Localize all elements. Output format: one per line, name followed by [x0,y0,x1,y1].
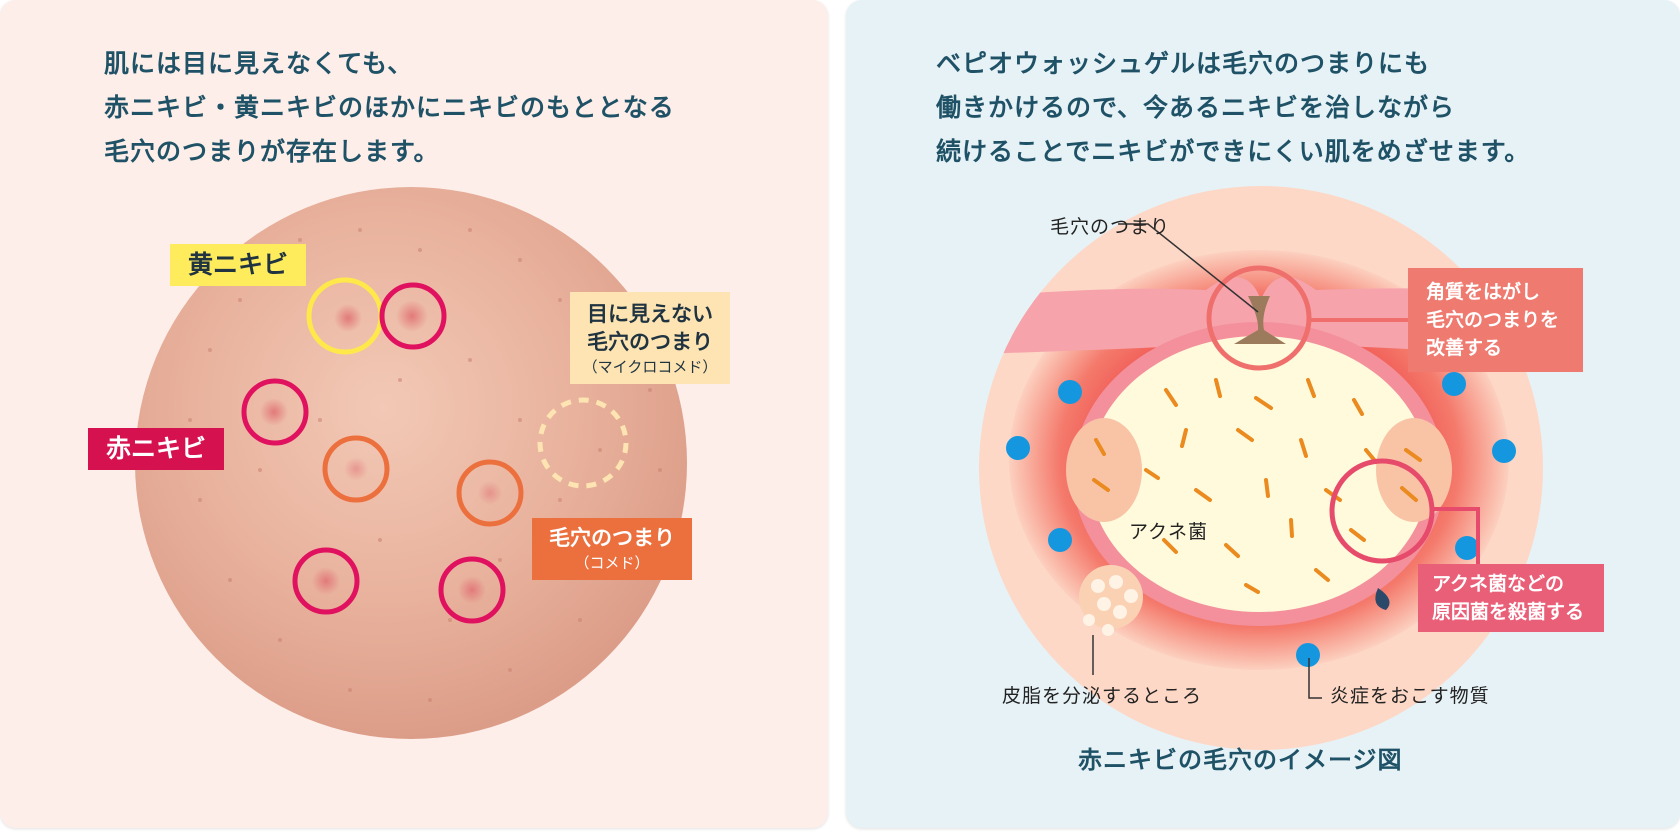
leader-line-box2 [1432,507,1480,568]
label-pore-clog: 毛穴のつまり [1050,216,1171,238]
left-headline-line-1: 肌には目に見えなくても、 [104,49,414,78]
comedo-marker-2 [456,459,524,527]
diagram-caption: 赤ニキビの毛穴のイメージ図 [1078,746,1403,774]
label-sebum: 皮脂を分泌するところ [1002,685,1203,707]
sebum-cluster [1079,565,1143,636]
red-pimple-marker-1 [379,282,447,350]
microcomedo-tag: 目に見えない 毛穴のつまり （マイクロコメド） [570,292,730,384]
right-panel: ベピオウォッシュゲルは毛穴のつまりにも 働きかけるので、今あるニキビを治しながら… [846,0,1680,828]
yellow-acne-tag: 黄ニキビ [170,244,306,286]
inflammatory-particles [1006,372,1516,667]
microcomedo-sub: （マイクロコメド） [582,358,718,376]
left-headline: 肌には目に見えなくても、 赤ニキビ・黄ニキビのほかにニキビのもととなる 毛穴のつ… [104,42,675,174]
red-acne-tag: 赤ニキビ [88,428,224,470]
red-pimple-marker-4 [438,556,506,624]
left-headline-line-3: 毛穴のつまりが存在します。 [104,137,440,166]
microcomedo-line-2: 毛穴のつまり [587,330,713,354]
leader-line-clog [1118,223,1259,313]
label-inflammation: 炎症をおこす物質 [1330,685,1490,707]
comedo-sub: （コメド） [574,554,650,572]
right-headline: ベピオウォッシュゲルは毛穴のつまりにも 働きかけるので、今あるニキビを治しながら… [936,42,1530,174]
medicine-drop [1375,588,1390,610]
label-acne-bacteria: アクネ菌 [1129,521,1209,543]
right-headline-line-1: ベピオウォッシュゲルは毛穴のつまりにも [936,49,1431,78]
comedo-tag: 毛穴のつまり （コメド） [532,518,692,580]
microcomedo-line-1: 目に見えない [587,302,713,326]
comedo-marker-1 [322,435,390,503]
skin-circle [135,187,687,739]
callout-box-exfoliate: 角質をはがし 毛穴のつまりを 改善する [1408,268,1583,372]
box1-line-3: 改善する [1426,337,1503,359]
comedo-line-1: 毛穴のつまり [549,526,675,550]
box2-line-1: アクネ菌などの [1432,573,1565,595]
pore-diagram [979,186,1543,750]
callout-box-sterilize: アクネ菌などの 原因菌を殺菌する [1418,564,1604,632]
pore-plug [1234,296,1286,344]
skin-illustration [135,187,687,739]
left-headline-line-2: 赤ニキビ・黄ニキビのほかにニキビのもととなる [104,93,675,122]
left-panel: 肌には目に見えなくても、 赤ニキビ・黄ニキビのほかにニキビのもととなる 毛穴のつ… [0,0,828,828]
leader-line-inflammation [1308,658,1322,699]
box1-line-2: 毛穴のつまりを [1426,309,1560,331]
right-headline-line-3: 続けることでニキビができにくい肌をめざせます。 [936,137,1531,166]
red-pimple-marker-2 [241,378,309,446]
right-headline-line-2: 働きかけるので、今あるニキビを治しながら [936,93,1456,122]
box2-line-2: 原因菌を殺菌する [1432,601,1585,623]
microcomedo-marker [537,397,629,489]
red-pimple-marker-3 [292,547,360,615]
box1-line-1: 角質をはがし [1426,281,1541,303]
sebaceous-gland-left [1066,418,1142,522]
